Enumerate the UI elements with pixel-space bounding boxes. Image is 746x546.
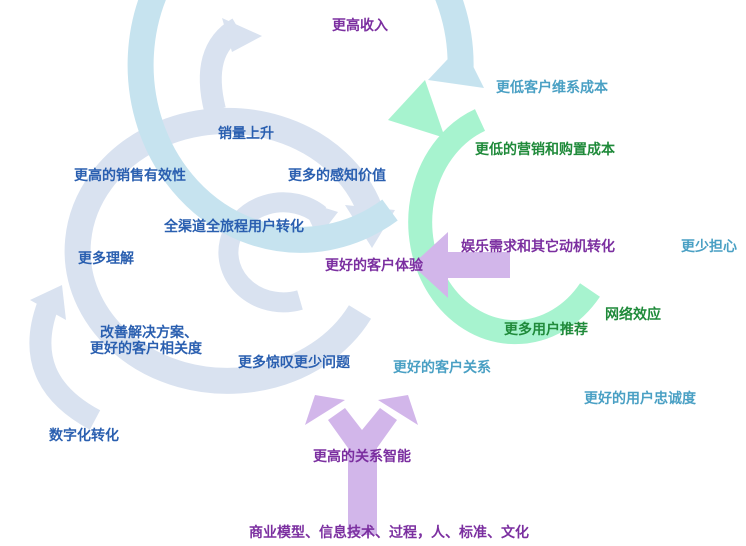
label-improved-solutions-line2: 更好的客户相关度: [90, 341, 202, 357]
label-less-worry: 更少担心: [681, 239, 737, 255]
bottom-left-curve: [29, 301, 101, 430]
label-more-perceived-value: 更多的感知价值: [288, 168, 386, 184]
left-inner-loop: [218, 192, 327, 313]
label-better-loyalty: 更好的用户忠诚度: [584, 391, 696, 407]
left-outer-loop: [64, 107, 383, 394]
middle-purple-arrow: [412, 232, 510, 298]
label-foundations: 商业模型、信息技术、过程，人、标准、文化: [249, 525, 529, 541]
label-digital-transformation: 数字化转化: [49, 428, 119, 444]
bottom-y-stem: [328, 408, 397, 535]
label-improved-solutions-line1: 改善解决方案、: [100, 325, 198, 341]
bottom-y-left-head: [305, 395, 345, 425]
label-more-understanding: 更多理解: [78, 251, 134, 267]
label-entertainment-motivation: 娱乐需求和其它动机转化: [461, 239, 615, 255]
label-omnichannel-conversion: 全渠道全旅程用户转化: [164, 219, 304, 235]
label-better-customer-relationship: 更好的客户关系: [393, 360, 491, 376]
label-more-referrals: 更多用户推荐: [504, 322, 588, 338]
left-inner-loop-arrowhead: [300, 200, 338, 238]
label-sales-growth: 销量上升: [218, 126, 274, 142]
label-better-customer-experience: 更好的客户体验: [325, 258, 423, 274]
green-loop-arrowhead: [388, 80, 445, 138]
top-up-arrowhead: [222, 18, 262, 52]
right-outer-loop-arrowhead: [428, 44, 484, 88]
bottom-y-right-head: [378, 395, 418, 425]
label-lower-marketing-cost: 更低的营销和购置成本: [475, 142, 615, 158]
bottom-left-arrowhead: [30, 285, 66, 320]
label-network-effect: 网络效应: [605, 307, 661, 323]
label-higher-sales-effectiveness: 更高的销售有效性: [74, 168, 186, 184]
label-more-surprise-fewer-problems: 更多惊叹更少问题: [238, 355, 350, 371]
right-outer-loop: [127, 0, 474, 253]
label-higher-revenue: 更高收入: [332, 18, 388, 34]
label-improved-solutions: 改善解决方案、 更好的客户相关度: [90, 325, 202, 357]
label-higher-relationship-intelligence: 更高的关系智能: [313, 449, 411, 465]
label-lower-retention-cost: 更低客户维系成本: [496, 80, 608, 96]
